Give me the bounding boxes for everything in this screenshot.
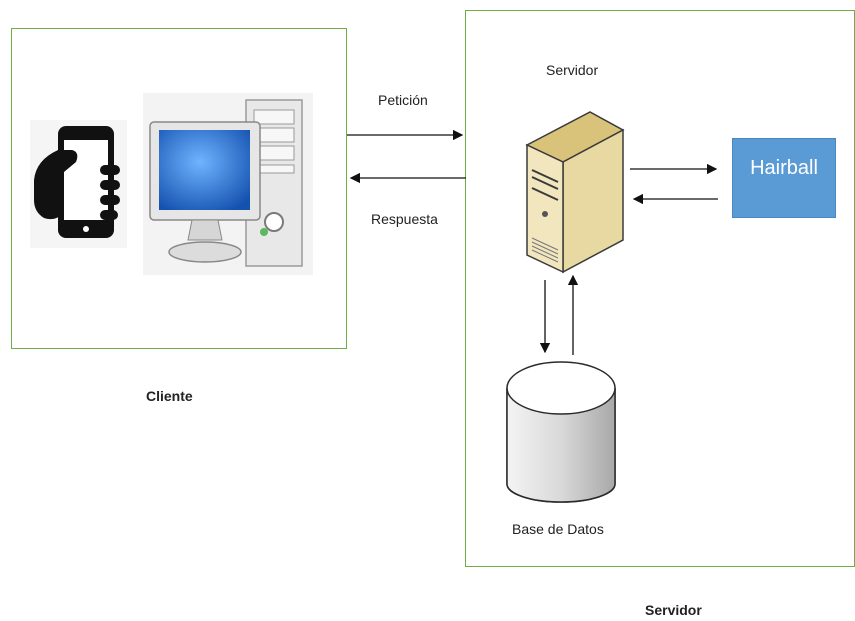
hairball-block: Hairball <box>732 138 836 218</box>
client-box <box>11 28 347 349</box>
server-box <box>465 10 855 567</box>
cliente-label: Cliente <box>146 388 193 404</box>
base-de-datos-label: Base de Datos <box>512 521 604 537</box>
respuesta-label: Respuesta <box>371 211 438 227</box>
servidor-bottom-label: Servidor <box>645 602 702 618</box>
peticion-label: Petición <box>378 92 428 108</box>
servidor-top-label: Servidor <box>546 62 599 78</box>
